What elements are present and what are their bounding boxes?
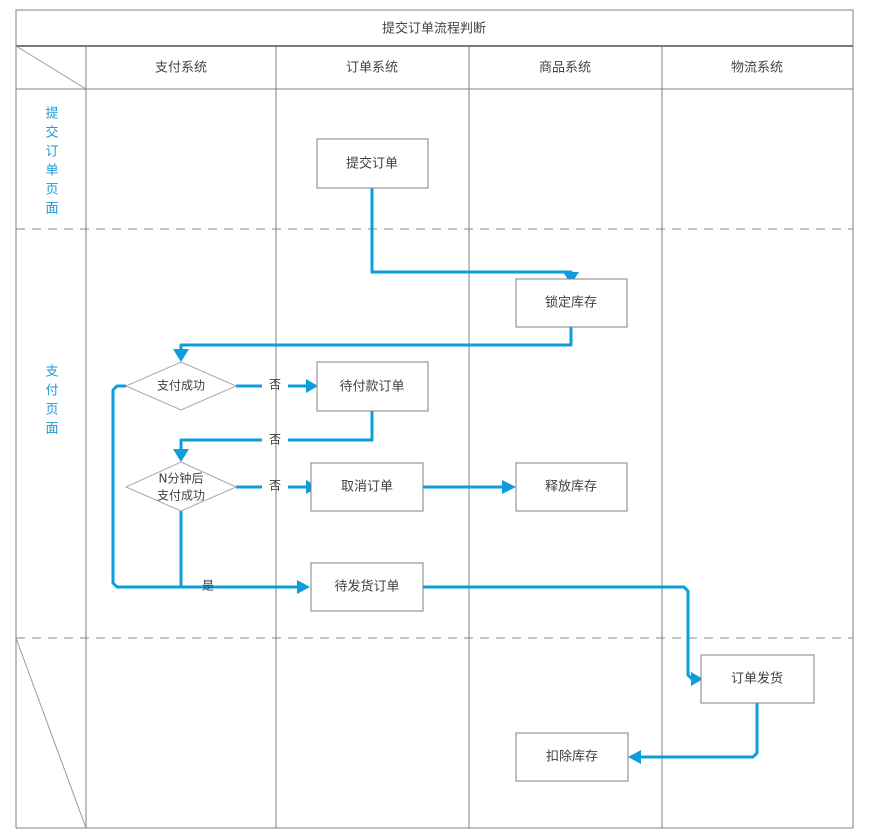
lane-label-char: 订 — [45, 145, 58, 160]
edge-order-shipped-to-deduct-stock — [640, 703, 759, 759]
node-submit-order[interactable]: 提交订单 — [316, 138, 429, 189]
swimlane-grid — [15, 9, 854, 829]
lane-label-char: 页 — [45, 403, 58, 418]
node-lock-stock[interactable]: 锁定库存 — [515, 278, 628, 328]
node-pending-shipment-shape[interactable] — [310, 562, 424, 612]
edge-pay-success-yes-to-pending-shipment — [111, 384, 298, 589]
node-release-stock-shape[interactable] — [515, 462, 628, 512]
node-deduct-stock-shape[interactable] — [515, 732, 629, 782]
node-cancel-order[interactable]: 取消订单 — [310, 462, 424, 512]
node-pending-payment-shape[interactable] — [316, 361, 429, 412]
column-header-product-system: 商品系统 — [539, 61, 591, 76]
arrowhead-deduct-stock — [628, 750, 641, 764]
node-lock-stock-shape[interactable] — [515, 278, 628, 328]
node-cancel-order-label: 取消订单 — [341, 480, 393, 495]
edge-lock-stock-to-pay-success — [179, 327, 573, 349]
lane-label-submit-order-page: 提 交 订 单 页 面 — [45, 106, 58, 217]
arrowhead-pending-payment — [306, 379, 318, 393]
node-pay-success[interactable]: 支付成功 — [124, 361, 238, 411]
lane-label-char: 支 — [45, 365, 58, 380]
node-pay-after-n-min-label-line1: N分钟后 — [159, 471, 204, 486]
node-deduct-stock-label: 扣除库存 — [546, 749, 598, 765]
node-order-shipped[interactable]: 订单发货 — [700, 654, 815, 704]
node-release-stock[interactable]: 释放库存 — [515, 462, 628, 512]
node-pending-shipment-label: 待发货订单 — [334, 579, 399, 595]
arrowhead-pay-success — [173, 349, 189, 362]
arrowhead-lock-stock — [563, 272, 579, 284]
edge-pending-shipment-to-order-shipped — [423, 585, 696, 681]
node-order-shipped-shape[interactable] — [700, 654, 815, 704]
column-header-payment-system: 支付系统 — [155, 61, 207, 76]
column-header-order-system: 订单系统 — [346, 61, 398, 76]
edge-submit-order-to-lock-stock — [370, 188, 573, 274]
node-release-stock-label: 释放库存 — [545, 479, 597, 495]
arrowhead-pay-after-n-min — [173, 449, 189, 462]
node-cancel-order-shape[interactable] — [310, 462, 424, 512]
node-pay-after-n-min[interactable]: N分钟后 支付成功 — [124, 461, 238, 512]
node-submit-order-shape[interactable] — [316, 138, 429, 189]
diagram-title: 提交订单流程判断 — [382, 21, 486, 37]
node-pending-payment-label: 待付款订单 — [339, 380, 404, 395]
node-submit-order-label: 提交订单 — [346, 156, 398, 172]
node-lock-stock-label: 锁定库存 — [545, 295, 597, 311]
edge-label-nmin-no: 否 — [269, 479, 281, 493]
arrowhead-pending-shipment — [297, 580, 310, 594]
lane-label-char: 面 — [45, 202, 58, 217]
edge-label-pay-success-no: 否 — [269, 378, 281, 392]
lane-label-char: 付 — [45, 384, 58, 399]
node-pay-success-label: 支付成功 — [157, 379, 205, 393]
arrowhead-order-shipped — [691, 672, 703, 686]
arrowhead-release-stock — [502, 480, 516, 494]
edge-label-yes: 是 — [202, 579, 214, 593]
node-pending-shipment[interactable]: 待发货订单 — [310, 562, 424, 612]
lane-label-char: 单 — [45, 164, 58, 179]
lane-label-char: 面 — [45, 422, 58, 437]
lane-label-char: 提 — [45, 106, 58, 122]
node-pending-payment[interactable]: 待付款订单 — [316, 361, 429, 412]
node-order-shipped-label: 订单发货 — [731, 671, 783, 687]
header-corner-diagonal — [15, 45, 87, 90]
lane-label-payment-page: 支 付 页 面 — [45, 365, 58, 437]
node-pay-after-n-min-shape[interactable] — [124, 461, 238, 512]
node-pay-success-shape[interactable] — [124, 361, 238, 411]
node-deduct-stock[interactable]: 扣除库存 — [515, 732, 629, 782]
bottom-corner-diagonal — [15, 637, 87, 829]
lane-label-char: 交 — [45, 125, 58, 141]
edge-pending-payment-to-nmin-right — [288, 411, 374, 442]
node-pay-after-n-min-label-line2: 支付成功 — [157, 489, 205, 503]
column-header-logistics-system: 物流系统 — [731, 61, 783, 76]
edge-pending-payment-to-nmin-left — [179, 438, 262, 449]
edge-label-pending-to-nmin-no: 否 — [269, 433, 281, 447]
lane-label-char: 页 — [45, 183, 58, 198]
